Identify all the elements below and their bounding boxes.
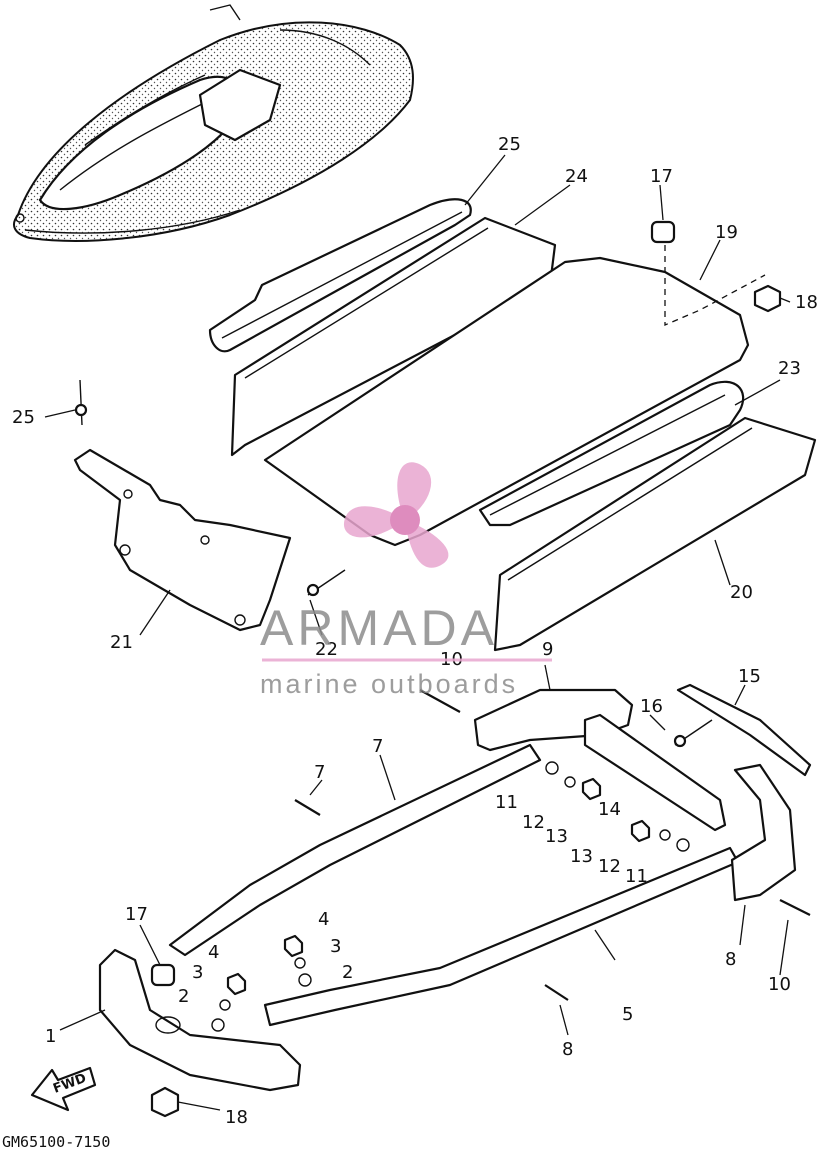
part-18-nuts [150,284,782,1118]
part-24-bracket [73,448,292,632]
part-16-rivet [673,719,713,748]
part-14-rail [583,713,727,832]
callout-22: 23 [778,358,801,379]
part-10-bolts [419,689,811,916]
callout-11-right: 11 [625,866,648,887]
callout-12-right: 12 [598,856,621,877]
callout-10-bottom: 10 [768,974,791,995]
callout-23: 25 [498,134,521,155]
callout-18-top: 18 [795,292,818,313]
watermark: ARMADA marine outboards [260,462,552,699]
part-7-bolts [294,799,569,1001]
callout-6: 7 [372,736,383,757]
callout-2-left: 2 [178,986,189,1007]
part-23-mat [208,198,472,353]
callout-15: 15 [738,666,761,687]
callout-17-top: 17 [650,166,673,187]
callout-8: 8 [725,949,736,970]
callout-14: 14 [598,799,621,820]
callout-4-right: 4 [318,909,329,930]
part-6-rail [168,743,542,957]
callout-16: 16 [640,696,663,717]
callout-19: 19 [715,222,738,243]
callout-24: 21 [110,632,133,653]
watermark-brand: ARMADA [260,600,498,656]
part-15-strip [676,683,812,777]
callout-9: 9 [542,639,553,660]
callout-4-left: 4 [208,942,219,963]
part-22-mat [478,380,745,527]
callout-11-left: 11 [495,792,518,813]
callout-13-right: 13 [570,846,593,867]
callout-2-right: 2 [342,962,353,983]
callout-17-bottom: 17 [125,904,148,925]
callout-12-left: 12 [522,812,545,833]
callout-5: 5 [622,1004,633,1025]
part-1-bumper [98,948,302,1092]
callout-3-right: 3 [330,936,341,957]
callout-1: 1 [45,1026,56,1047]
part-17-grommets [150,220,676,987]
watermark-tagline: marine outboards [260,669,518,699]
callout-3-left: 3 [192,962,203,983]
leader-lines [44,154,791,1111]
propeller-logo-icon [344,462,449,568]
callout-13-left: 13 [545,826,568,847]
watercraft-overview [13,4,414,242]
part-20-mat [493,416,817,652]
callout-7-top: 7 [314,762,325,783]
part-19-mat [263,245,766,547]
diagram-code: GM65100-7150 [2,1133,110,1151]
callouts: 25 24 17 19 18 25 23 20 21 22 10 9 15 16… [12,134,818,1128]
fwd-arrow-icon: FWD [30,1066,97,1112]
callout-18-bottom: 18 [225,1107,248,1128]
callout-7-bottom: 8 [562,1039,573,1060]
washers-nuts [211,761,690,1032]
part-25-rivets [74,379,346,597]
part-8-bumper [730,763,797,902]
callout-21: 24 [565,166,588,187]
callout-25-top: 25 [12,407,35,428]
callout-20: 20 [730,582,753,603]
callout-25-mid: 22 [315,639,338,660]
